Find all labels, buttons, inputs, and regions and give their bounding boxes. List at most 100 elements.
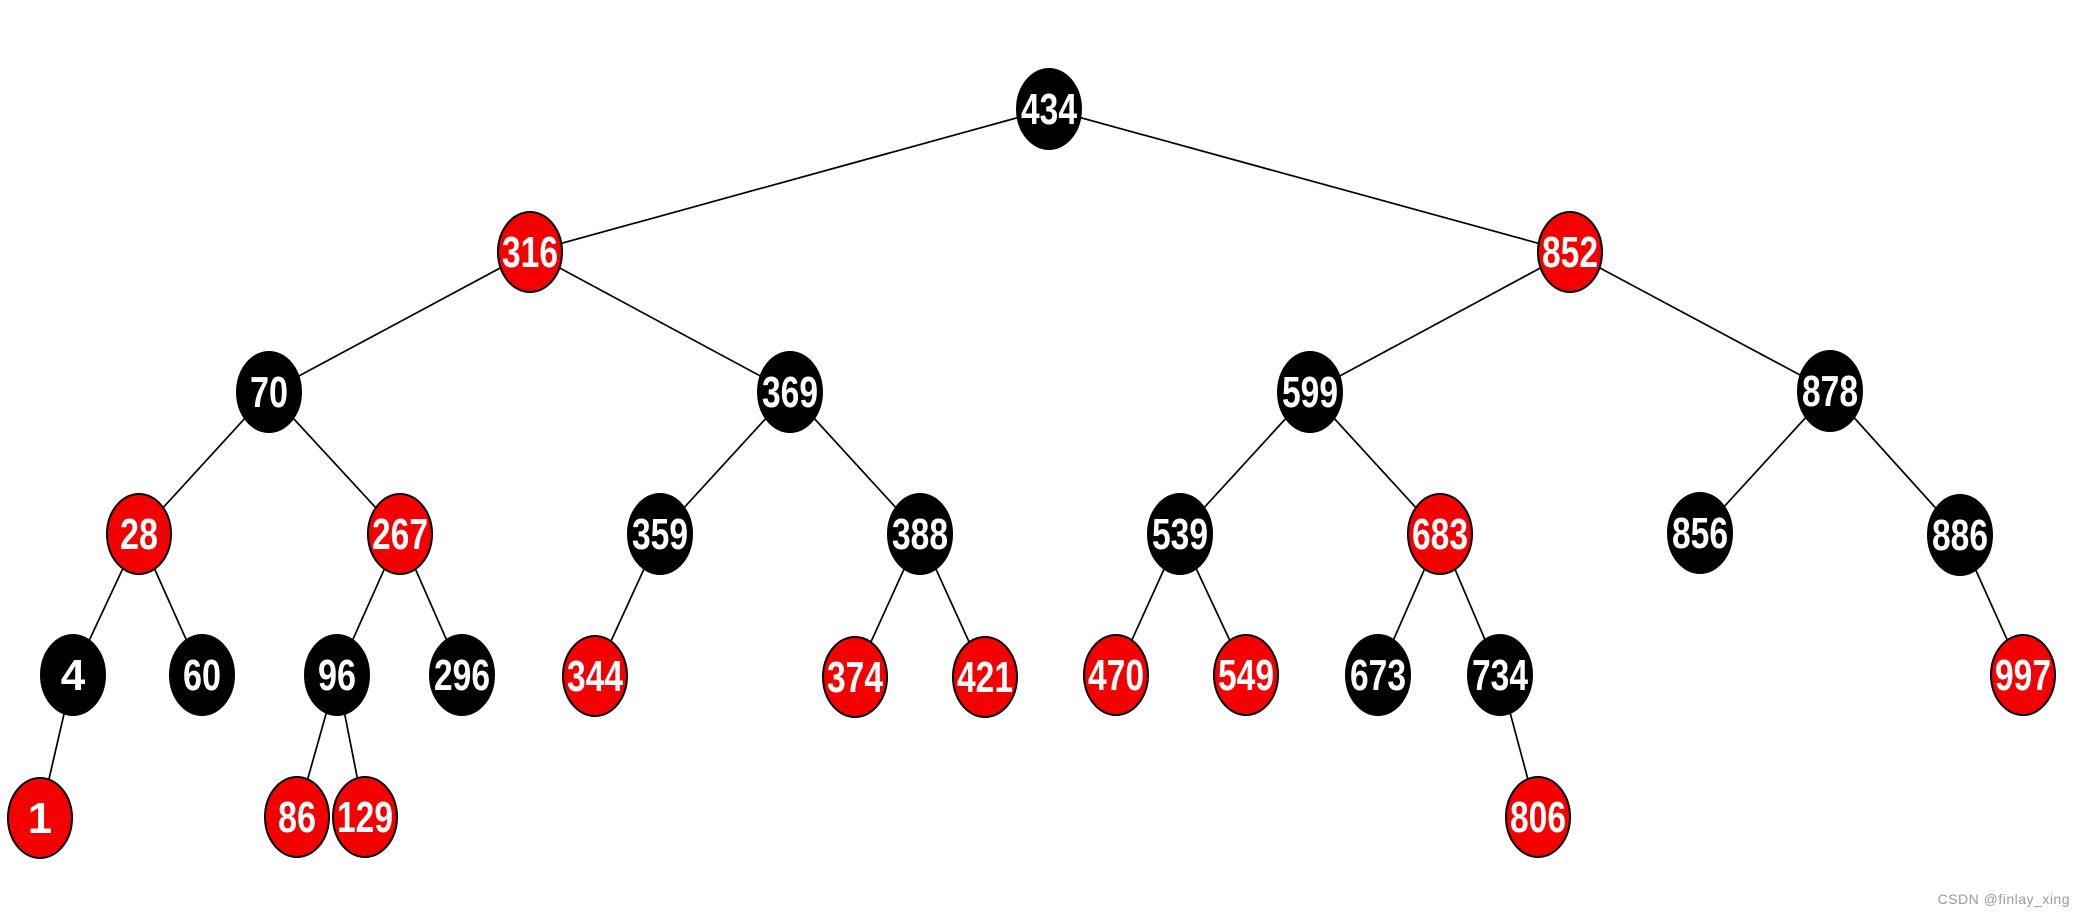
node-value-label: 539 [1152,510,1208,559]
node-value-label: 388 [892,510,948,559]
node-value-label: 1 [28,794,52,843]
node-value-label: 70 [250,368,288,417]
tree-node-997: 997 [1990,634,2056,716]
node-circle-683 [1407,493,1473,575]
node-circle-60 [169,634,235,716]
tree-node-470: 470 [1083,634,1149,716]
node-value-label: 470 [1088,651,1144,700]
tree-node-70: 70 [236,351,302,433]
node-circle-852 [1537,211,1603,293]
node-value-label: 806 [1510,793,1566,842]
tree-node-86: 86 [264,776,330,858]
node-value-label: 599 [1282,368,1338,417]
tree-node-434: 434 [1016,68,1082,150]
tree-node-129: 129 [332,776,398,858]
tree-node-96: 96 [304,634,370,716]
node-circle-806 [1505,776,1571,858]
tree-node-549: 549 [1213,634,1279,716]
node-circle-599 [1277,351,1343,433]
tree-edge-434-852 [1048,108,1571,253]
tree-node-734: 734 [1467,634,1533,716]
tree-node-683: 683 [1407,493,1473,575]
node-circle-856 [1667,492,1733,574]
node-circle-886 [1927,494,1993,576]
watermark: CSDN @finlay_xing [1937,891,2070,907]
node-value-label: 886 [1932,511,1988,560]
node-circle-28 [106,493,172,575]
tree-node-421: 421 [952,636,1018,718]
node-circle-4 [40,634,106,716]
node-circle-539 [1147,493,1213,575]
node-circle-878 [1797,350,1863,432]
tree-node-539: 539 [1147,493,1213,575]
tree-node-359: 359 [627,493,693,575]
tree-edge-852-878 [1569,251,1831,392]
node-circle-316 [497,211,563,293]
node-circle-96 [304,634,370,716]
tree-node-806: 806 [1505,776,1571,858]
node-value-label: 28 [120,510,158,559]
node-circle-1 [7,777,73,859]
node-circle-70 [236,351,302,433]
tree-node-878: 878 [1797,350,1863,432]
node-value-label: 316 [502,228,558,277]
node-value-label: 683 [1412,510,1468,559]
node-value-label: 359 [632,510,688,559]
node-circle-267 [367,493,433,575]
node-circle-673 [1345,634,1411,716]
node-value-label: 374 [827,653,883,702]
node-value-label: 60 [183,651,221,700]
node-circle-86 [264,776,330,858]
node-value-label: 734 [1472,651,1528,700]
tree-node-856: 856 [1667,492,1733,574]
node-value-label: 434 [1021,85,1077,134]
tree-edge-852-599 [1309,251,1571,393]
node-circle-374 [822,636,888,718]
node-value-label: 129 [337,793,393,842]
node-value-label: 421 [957,653,1013,702]
tree-node-388: 388 [887,493,953,575]
node-value-label: 96 [318,651,356,700]
node-value-label: 856 [1672,509,1728,558]
node-circle-434 [1016,68,1082,150]
node-circle-369 [757,351,823,433]
node-circle-344 [562,635,628,717]
tree-node-344: 344 [562,635,628,717]
tree-edge-316-369 [529,251,791,393]
tree-node-316: 316 [497,211,563,293]
tree-node-296: 296 [429,634,495,716]
node-value-label: 852 [1542,228,1598,277]
node-value-label: 344 [567,652,623,701]
node-value-label: 878 [1802,367,1858,416]
node-circle-997 [1990,634,2056,716]
node-value-label: 369 [762,368,818,417]
node-circle-296 [429,634,495,716]
node-value-label: 296 [434,651,490,700]
node-circle-388 [887,493,953,575]
tree-node-1: 1 [7,777,73,859]
node-value-label: 549 [1218,651,1274,700]
tree-node-60: 60 [169,634,235,716]
node-circle-129 [332,776,398,858]
tree-node-852: 852 [1537,211,1603,293]
node-value-label: 4 [61,651,86,700]
node-value-label: 267 [372,510,428,559]
tree-node-886: 886 [1927,494,1993,576]
node-value-label: 673 [1350,651,1406,700]
node-circle-734 [1467,634,1533,716]
tree-node-369: 369 [757,351,823,433]
node-value-label: 86 [278,793,316,842]
node-circle-359 [627,493,693,575]
tree-node-599: 599 [1277,351,1343,433]
tree-node-374: 374 [822,636,888,718]
tree-node-267: 267 [367,493,433,575]
tree-edge-434-316 [529,108,1050,253]
node-circle-470 [1083,634,1149,716]
tree-node-673: 673 [1345,634,1411,716]
tree-edge-316-70 [268,251,531,393]
tree-node-28: 28 [106,493,172,575]
tree-node-4: 4 [40,634,106,716]
tree-nodes-layer: 434 316 852 70 369 599 878 28 267 359 388 539 683 856… [7,68,2056,859]
